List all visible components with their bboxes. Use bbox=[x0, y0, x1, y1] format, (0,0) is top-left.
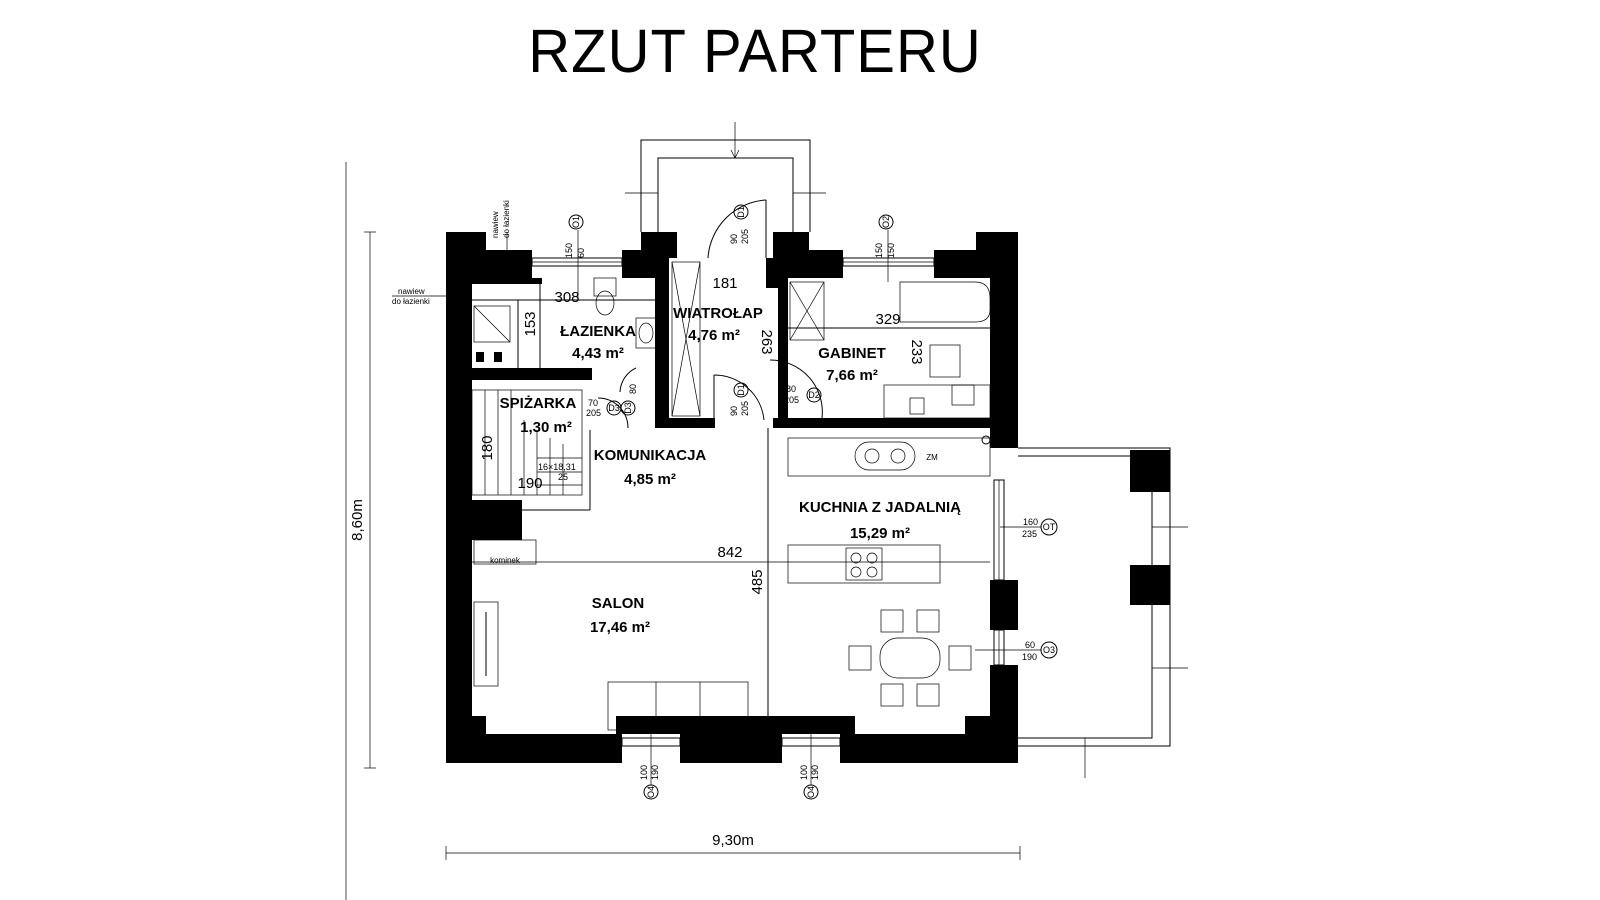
room-name-vestibule: WIATROŁAP bbox=[673, 305, 763, 322]
overall-width-label: 9,30m bbox=[712, 832, 754, 849]
tag-d3-w: 70 bbox=[588, 398, 598, 408]
room-area-vestibule: 4,76 m² bbox=[688, 327, 740, 344]
room-name-pantry: SPIŻARKA bbox=[500, 395, 577, 412]
dim-stairs-tread: 25 bbox=[558, 472, 568, 482]
room-labels: ŁAZIENKA 4,43 m² WIATROŁAP 4,76 m² GABIN… bbox=[500, 305, 961, 636]
walls bbox=[446, 232, 1170, 763]
dim-office-width: 329 bbox=[875, 311, 900, 328]
tag-o1: O1 bbox=[571, 216, 581, 228]
tag-o1-h: 60 bbox=[576, 248, 586, 258]
overall-height-label: 8,60m bbox=[349, 499, 366, 541]
partitions bbox=[472, 278, 990, 738]
tag-ot-h: 235 bbox=[1022, 529, 1037, 539]
room-name-hall: KOMUNIKACJA bbox=[594, 447, 707, 464]
tag-o1-w: 150 bbox=[564, 243, 574, 258]
tag-d3-h: 205 bbox=[586, 408, 601, 418]
room-area-bathroom: 4,43 m² bbox=[572, 345, 624, 362]
dim-stairs: 16×18,31 bbox=[538, 462, 576, 472]
tag-o4-right-h: 190 bbox=[810, 765, 820, 780]
tag-d3: D3 bbox=[608, 403, 620, 413]
boiler-label: kominek bbox=[490, 556, 521, 565]
tag-ot-w: 160 bbox=[1023, 517, 1038, 527]
tag-d2: D2 bbox=[808, 390, 820, 400]
tag-o4-right-w: 100 bbox=[799, 765, 809, 780]
overall-height-dimension: 8,60m bbox=[345, 162, 376, 900]
tag-o4-left-w: 100 bbox=[639, 765, 649, 780]
tag-d1-top-h: 205 bbox=[740, 229, 750, 244]
room-area-pantry: 1,30 m² bbox=[520, 419, 572, 436]
vent-note-top-2: do łazienki bbox=[502, 200, 511, 238]
dim-living-depth: 485 bbox=[749, 569, 766, 594]
dim-pantry-depth: 180 bbox=[479, 435, 496, 460]
furniture bbox=[473, 261, 991, 731]
tag-d1-mid: D1 bbox=[736, 384, 746, 396]
tag-ot: OT bbox=[1043, 522, 1056, 532]
vent-note-left: nawiew bbox=[398, 287, 425, 296]
tag-d3-b: D3 bbox=[623, 402, 633, 414]
tag-o2: O2 bbox=[881, 216, 891, 228]
vent-note-left-2: do łazienki bbox=[392, 297, 430, 306]
dim-vestibule-width: 181 bbox=[712, 275, 737, 292]
tag-d1-top-w: 90 bbox=[729, 234, 739, 244]
tag-o4-left: O4 bbox=[646, 786, 656, 798]
dim-vestibule-depth: 263 bbox=[758, 329, 775, 354]
interior-dimensions: 308 153 181 263 329 233 180 190 16×18,31… bbox=[479, 275, 938, 595]
tag-o2-h: 150 bbox=[886, 243, 896, 258]
dim-office-depth: 233 bbox=[908, 339, 925, 364]
stairs bbox=[471, 389, 583, 496]
dim-bath-depth: 153 bbox=[522, 311, 539, 336]
tag-o4-right: O4 bbox=[806, 786, 816, 798]
terrace bbox=[1018, 447, 1188, 778]
room-area-office: 7,66 m² bbox=[826, 367, 878, 384]
room-area-hall: 4,85 m² bbox=[624, 471, 676, 488]
room-area-living: 17,46 m² bbox=[590, 619, 650, 636]
entrance-porch bbox=[625, 122, 826, 232]
room-area-kitchen: 15,29 m² bbox=[850, 525, 910, 542]
tag-d1-mid-w: 90 bbox=[729, 406, 739, 416]
vent-note-top: nawiew bbox=[491, 211, 500, 238]
tag-d2-h: 205 bbox=[784, 395, 799, 405]
opening-tags: O1 150 60 O2 150 150 D1 90 205 D1 90 205… bbox=[564, 204, 1058, 800]
tag-d3-b-w: 80 bbox=[628, 384, 638, 394]
tag-d2-w: 80 bbox=[786, 384, 796, 394]
room-name-office: GABINET bbox=[818, 345, 886, 362]
dim-pantry-width: 190 bbox=[517, 475, 542, 492]
tag-o3: O3 bbox=[1043, 645, 1055, 655]
page-title: RZUT PARTERU bbox=[528, 17, 982, 86]
tag-d1-mid-h: 205 bbox=[740, 401, 750, 416]
kitchen-zm-label: ZM bbox=[926, 453, 938, 462]
tag-o2-w: 150 bbox=[874, 243, 884, 258]
room-name-living: SALON bbox=[592, 595, 645, 612]
room-name-bathroom: ŁAZIENKA bbox=[560, 323, 636, 340]
vent-notes: nawiew do łazienki nawiew do łazienki bbox=[392, 200, 511, 306]
dim-bath-width: 308 bbox=[554, 289, 579, 306]
dim-living-width: 842 bbox=[717, 544, 742, 561]
tag-o3-h: 190 bbox=[1022, 652, 1037, 662]
room-name-kitchen: KUCHNIA Z JADALNIĄ bbox=[799, 499, 961, 516]
overall-width-dimension: 9,30m bbox=[445, 832, 1021, 860]
tag-o3-w: 60 bbox=[1025, 640, 1035, 650]
tag-o4-left-h: 190 bbox=[650, 765, 660, 780]
tag-d1-top: D1 bbox=[736, 206, 746, 218]
